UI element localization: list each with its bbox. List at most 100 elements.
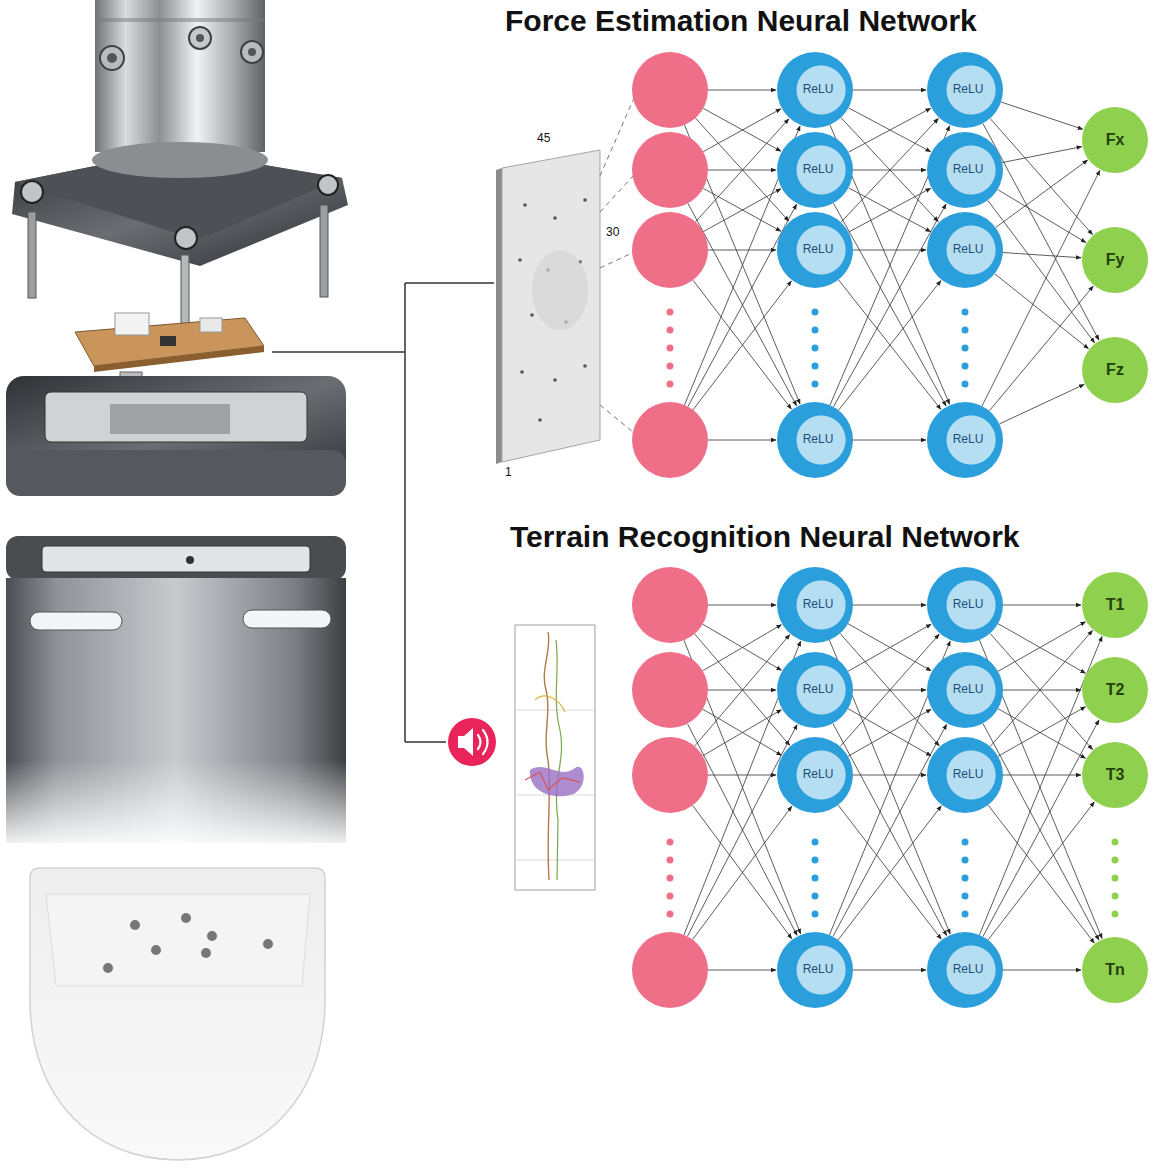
ellipsis-dot [1112, 839, 1119, 846]
ellipsis-dot [962, 327, 969, 334]
top-plate-part [21, 181, 43, 203]
input-neuron [632, 737, 708, 813]
output-neuron: Fx [1082, 107, 1148, 173]
input-neuron [632, 132, 708, 208]
sensor-tube-part [248, 48, 256, 56]
ellipsis-dot [667, 327, 674, 334]
speaker-icon-part [458, 728, 473, 756]
layer-connection [990, 118, 1092, 234]
layer-connection [1003, 970, 1081, 971]
ellipsis-dot [812, 381, 819, 388]
ellipsis-dot [962, 309, 969, 316]
ellipsis-dot [962, 893, 969, 900]
layer-connection [999, 384, 1084, 424]
sensor-tube [95, 0, 265, 152]
pcb-board-part [94, 346, 264, 372]
silicone-dome-part [201, 948, 211, 958]
speaker-icon-part [448, 718, 496, 766]
ellipsis-dot [667, 893, 674, 900]
layer-connection [853, 970, 926, 971]
silicone-dome-part [263, 939, 273, 949]
ellipsis-dot [667, 857, 674, 864]
input-connection [693, 281, 791, 410]
input-connection [693, 806, 792, 939]
leader-lines-part [272, 351, 405, 353]
output-label: T2 [1106, 681, 1125, 699]
relu-neuron: ReLU [777, 567, 853, 643]
layer-connection [841, 118, 938, 222]
layer-connection [1001, 102, 1083, 129]
output-label: Fy [1106, 251, 1125, 269]
layer-connection [998, 624, 1085, 674]
layer-connection [849, 188, 931, 232]
relu-neuron: ReLU [777, 652, 853, 728]
acoustic-plot-part [556, 640, 562, 880]
activation-label: ReLU [803, 598, 834, 611]
lower-housing-part [30, 612, 122, 630]
layer-connection [998, 622, 1085, 672]
ellipsis-dot [667, 381, 674, 388]
lower-housing-part [6, 760, 346, 846]
input-connection [703, 710, 782, 756]
ellipsis-dot [1112, 911, 1119, 918]
input-connection [696, 119, 789, 222]
activation-label: ReLU [803, 163, 834, 176]
input-layer [632, 52, 969, 478]
layer-connection [998, 709, 1085, 759]
dashed-input-lines-part [600, 98, 634, 176]
input-neuron [632, 932, 708, 1008]
input-connection [708, 250, 776, 251]
layer-connection [848, 709, 931, 756]
layer-connection [833, 203, 946, 406]
ellipsis-dot [812, 345, 819, 352]
input-layer [632, 567, 1119, 1008]
layer-connection [1003, 690, 1081, 691]
layer-connection [839, 281, 941, 411]
silicone-dome-part [207, 931, 217, 941]
leader-lines [272, 283, 494, 742]
network-title: Force Estimation Neural Network [505, 4, 977, 39]
relu-neuron: ReLU [777, 212, 853, 288]
middle-frame-part [6, 450, 346, 496]
output-label: Fz [1106, 361, 1124, 379]
layer-connection [849, 188, 931, 232]
dashed-input-lines-part [600, 405, 633, 432]
ellipsis-dot [667, 345, 674, 352]
layer-connection [848, 624, 931, 671]
top-plate-part [175, 227, 197, 249]
layer-connection [983, 720, 1099, 937]
camera-frame-part [496, 168, 502, 464]
output-label: T3 [1106, 766, 1125, 784]
dimension-number: 45 [537, 132, 550, 146]
silicone-dome [30, 868, 325, 1160]
layer-connection [988, 802, 1094, 940]
output-neuron: T1 [1082, 572, 1148, 638]
activation-label: ReLU [803, 243, 834, 256]
ellipsis-dot [962, 363, 969, 370]
activation-label: ReLU [953, 683, 984, 696]
ellipsis-dot [667, 309, 674, 316]
camera-frame-part [530, 313, 534, 317]
layer-connection [995, 274, 1089, 349]
speaker-icon [448, 718, 496, 766]
relu-neuron: ReLU [927, 567, 1003, 643]
layer-connection [848, 709, 931, 756]
ellipsis-dot [1112, 875, 1119, 882]
layer-connection [849, 108, 931, 152]
layer-connection [853, 250, 926, 251]
camera-frame-part [583, 364, 587, 368]
camera-frame-part [518, 258, 522, 262]
ellipsis-dot [812, 893, 819, 900]
ellipsis-dot [812, 309, 819, 316]
acoustic-plot-part [544, 632, 549, 880]
input-neuron [632, 212, 708, 288]
input-connection [708, 440, 776, 441]
speaker-icon-part [483, 730, 488, 754]
leader-lines-part [404, 283, 406, 742]
middle-frame-part [110, 404, 230, 434]
layer-connection [840, 633, 939, 745]
sensor-tube-part [95, 18, 265, 22]
layer-connection [840, 634, 939, 746]
